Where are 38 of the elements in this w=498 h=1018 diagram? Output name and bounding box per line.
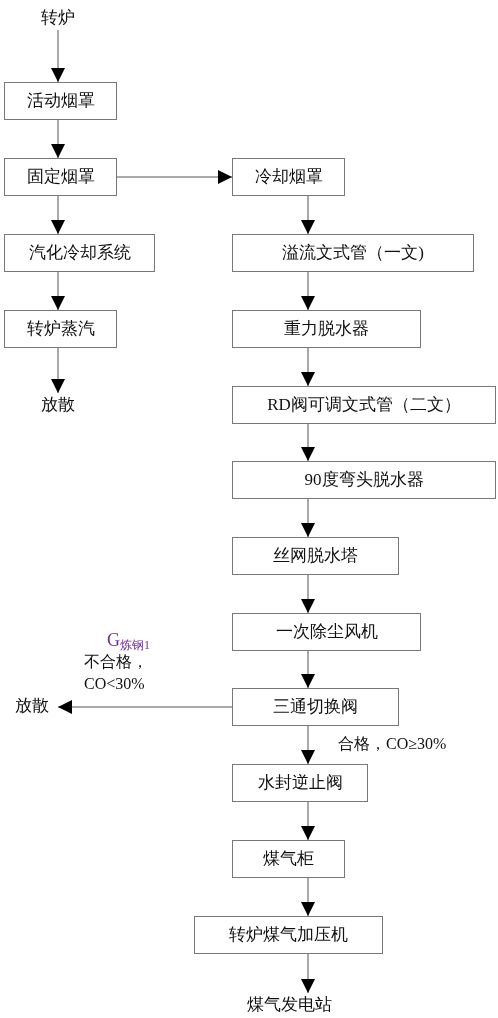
process-box: 90度弯头脱水器 — [232, 461, 496, 499]
arrow — [51, 119, 65, 159]
process-box: 一次除尘风机 — [232, 613, 421, 651]
arrow — [301, 877, 315, 917]
process-box: 活动烟罩 — [4, 82, 117, 120]
arrow — [301, 953, 315, 994]
terminal-label: 放散 — [36, 393, 80, 417]
process-box: 三通切换阀 — [232, 688, 399, 726]
arrow — [116, 170, 233, 184]
arrow — [301, 498, 315, 538]
arrow — [301, 347, 315, 387]
process-box: 转炉蒸汽 — [4, 310, 117, 348]
terminal-label: 放散 — [10, 694, 54, 718]
process-box: 冷却烟罩 — [232, 158, 345, 196]
stream-code: G$_{炼钢1}$ — [107, 631, 150, 649]
process-box: RD阀可调文式管（二文） — [232, 386, 496, 424]
arrow — [51, 347, 65, 394]
process-box: 煤气柜 — [232, 840, 345, 878]
process-box: 丝网脱水塔 — [232, 537, 399, 575]
arrow — [301, 650, 315, 689]
arrow — [301, 574, 315, 614]
arrow — [301, 423, 315, 462]
process-box: 汽化冷却系统 — [4, 234, 155, 272]
arrow — [301, 195, 315, 235]
process-box: 固定烟罩 — [4, 158, 117, 196]
process-box: 重力脱水器 — [232, 310, 421, 348]
arrow — [301, 801, 315, 841]
arrow — [51, 29, 65, 83]
arrow — [51, 195, 65, 235]
arrow — [57, 700, 233, 714]
process-box: 转炉煤气加压机 — [194, 916, 383, 954]
terminal-label: 转炉 — [36, 6, 80, 30]
arrow — [301, 271, 315, 311]
arrow — [51, 271, 65, 311]
process-box: 水封逆止阀 — [232, 764, 368, 802]
arrow — [301, 725, 315, 765]
process-box: 溢流文式管（一文) — [232, 234, 474, 272]
terminal-label: 煤气发电站 — [246, 993, 332, 1017]
